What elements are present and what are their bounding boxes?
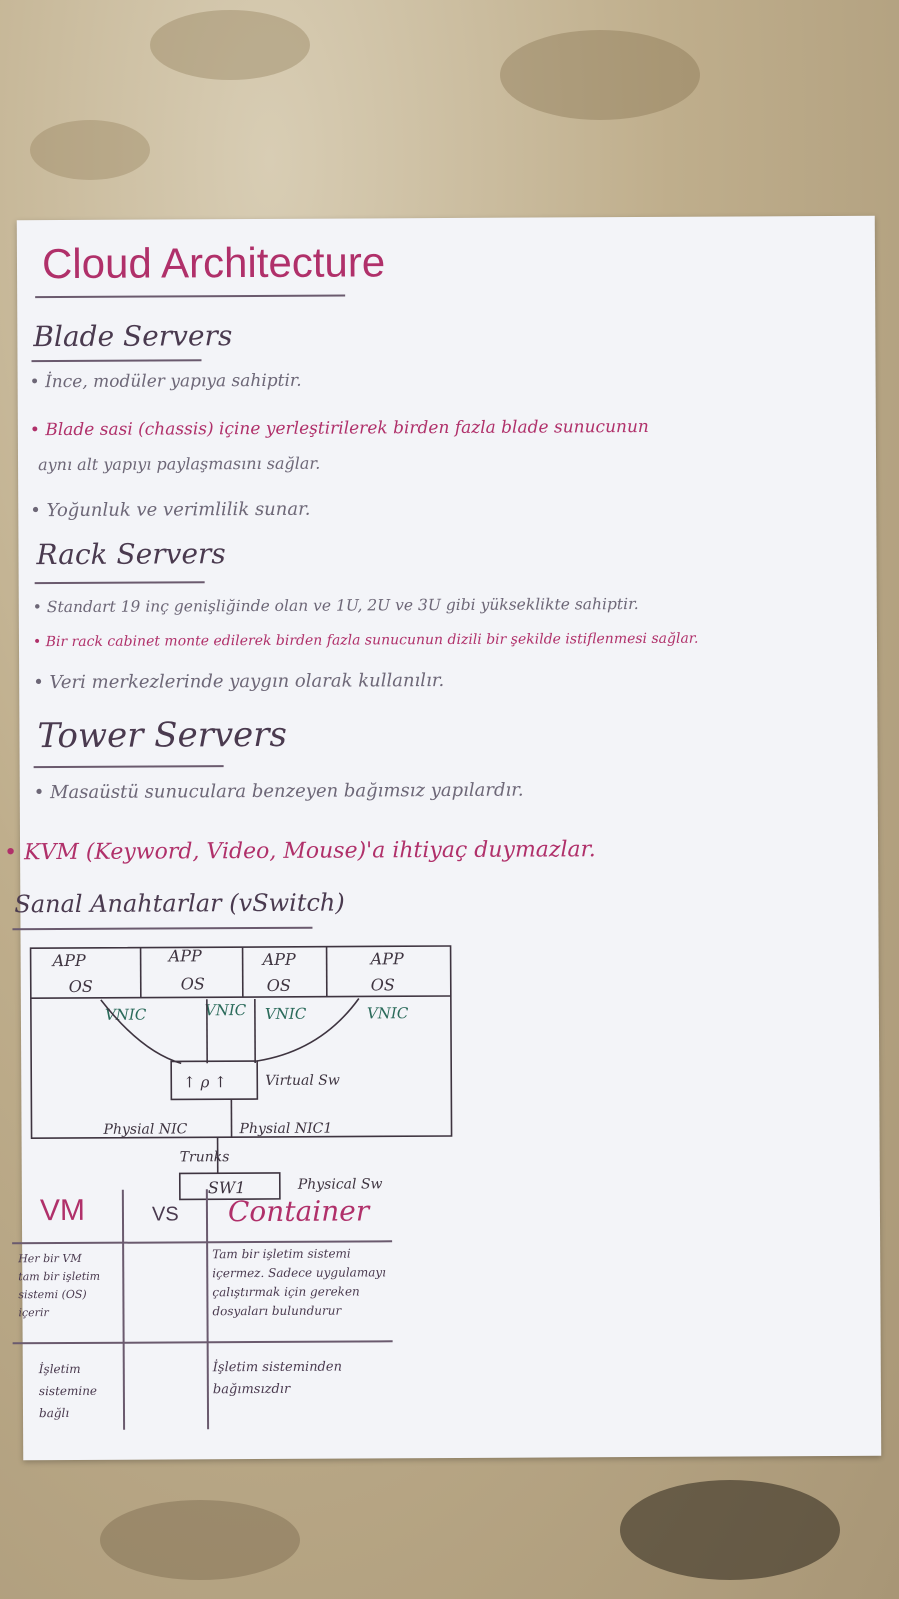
physical-nic-right-label: Physial NIC1 [238,1121,332,1137]
carpet-pattern [620,1480,840,1580]
physical-switch-box [178,1172,281,1201]
table-cell: İşletim sisteminden bağımsızdır [212,1359,342,1398]
trunks-label: Trunks [180,1149,230,1165]
app-label: APP [51,951,86,970]
section-heading-rack: Rack Servers [36,537,226,572]
section-heading-tower: Tower Servers [37,714,288,757]
table-cell: Tam bir işletim sistemi içermez. Sadece … [212,1246,386,1319]
host-box [29,945,453,1139]
vswitch-diagram: APP OS APP OS APP OS APP OS VNIC VNIC VN… [29,945,453,1201]
carpet-pattern [500,30,700,120]
blade-bullet-1: • İnce, modüler yapıya sahiptir. [29,370,302,393]
app-label: APP [167,946,202,965]
virtual-switch-box [170,1060,259,1101]
carpet-pattern [150,10,310,80]
heading-underline [31,359,202,363]
notebook-page: Cloud Architecture Blade Servers • İnce,… [4,215,882,1461]
vm-row-divider [30,995,451,999]
vnic-label: VNIC [265,1005,307,1023]
os-label: OS [371,975,395,994]
blade-bullet-2: • Blade sasi (chassis) içine yerleştiril… [29,416,649,441]
page-title: Cloud Architecture [41,238,386,288]
svg-text:↑ ρ ↑: ↑ ρ ↑ [183,1073,227,1091]
table-header-vm: VM [39,1193,86,1228]
os-label: OS [181,974,205,993]
comparison-table: VM VS Container Her bir VM tam bir işlet… [12,1188,403,1440]
rack-bullet-1: • Standart 19 inç genişliğinde olan ve 1… [32,595,639,617]
section-heading-blade: Blade Servers [33,319,233,354]
physical-sw-label: Physical Sw [297,1176,383,1192]
section-heading-vswitch: Sanal Anahtarlar (vSwitch) [14,888,345,919]
app-label: APP [261,950,296,969]
table-header-container: Container [227,1194,370,1229]
table-cell: Her bir VM tam bir işletim sistemi (OS) … [18,1251,101,1320]
table-cell: İşletim sistemine bağlı [38,1361,98,1421]
os-label: OS [267,976,291,995]
rack-bullet-3: • Veri merkezlerinde yaygın olarak kulla… [33,670,445,694]
rack-bullet-2: • Bir rack cabinet monte edilerek birden… [32,630,699,651]
heading-underline [33,765,224,769]
vnic-label: VNIC [367,1004,409,1022]
table-header-vs: VS [151,1203,179,1226]
physical-nic-left-label: Physial NIC [102,1121,187,1137]
heading-underline [12,926,313,931]
carpet-pattern [100,1500,300,1580]
vnic-label: VNIC [205,1001,247,1019]
title-underline [35,294,346,299]
heading-underline [34,581,205,585]
os-label: OS [69,977,93,996]
blade-bullet-2-cont: aynı alt yapıyı paylaşmasını sağlar. [37,453,321,475]
sw1-label: SW1 [208,1178,246,1197]
blade-bullet-3: • Yoğunluk ve verimlilik sunar. [30,498,311,522]
vnic-label: VNIC [105,1006,147,1024]
app-label: APP [369,949,404,968]
carpet-pattern [30,120,150,180]
tower-bullet-1: • Masaüstü sunuculara benzeyen bağımsız … [33,779,524,804]
virtual-sw-label: Virtual Sw [265,1073,340,1089]
tower-bullet-2: • KVM (Keyword, Video, Mouse)'a ihtiyaç … [4,837,596,866]
